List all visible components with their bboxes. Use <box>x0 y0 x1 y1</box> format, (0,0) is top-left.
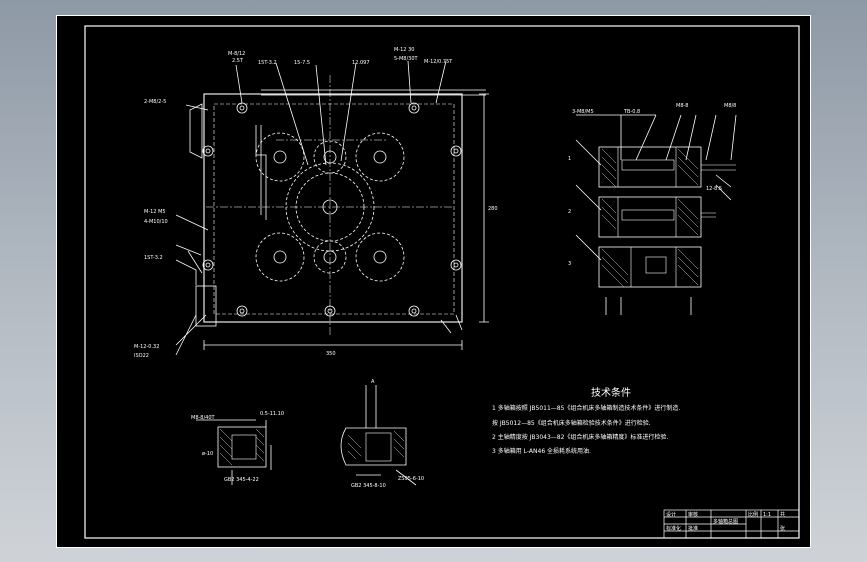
technical-requirements: 技术条件 1 多轴箱按照 JB5011—85《组合机床多轴箱制造技术条件》进行制… <box>492 386 680 455</box>
tech-title: 技术条件 <box>591 386 631 399</box>
titleblock-cell-standard: 标准化 <box>666 525 681 532</box>
label-left-bottom: M-12-0.32 <box>134 344 159 350</box>
tech-line-1: 1 多轴箱按照 JB5011—85《组合机床多轴箱制造技术条件》进行制造. <box>492 404 680 412</box>
label-right-top-3: M8-8 <box>676 103 688 109</box>
title-block <box>663 509 800 539</box>
label-m8-left: 2-M8/2-5 <box>144 99 166 105</box>
main-plan-labels: M-8/12 2.5T 15T-3.2 15-7.5 12.097 M-12 3… <box>134 47 498 359</box>
outer-border <box>56 15 811 548</box>
titleblock-cell-name: 多轴箱总图 <box>713 518 738 525</box>
main-plan-view <box>175 60 489 356</box>
label-m8-top: M-8/12 <box>228 51 245 57</box>
detail-labels: M8-8/40T 0.5-11.10 GB2 345-4-22 ø-10 A G… <box>191 379 424 489</box>
drawing-viewport[interactable]: M-8/12 2.5T 15T-3.2 15-7.5 12.097 M-12 3… <box>56 15 811 548</box>
label-note-c: 12.097 <box>352 60 370 66</box>
label-right-top-2: TB-0.8 <box>623 109 640 115</box>
label-detail-left-right: 0.5-11.10 <box>260 411 284 417</box>
label-m8-top-b: 2.5T <box>232 58 244 64</box>
tech-line-3: 2 主轴精度按 JB3043—82《组合机床多轴箱精度》标准进行检验. <box>492 433 668 441</box>
label-m8-far: M-12/0.75T <box>424 59 453 65</box>
drawing-canvas[interactable]: M-8/12 2.5T 15T-3.2 15-7.5 12.097 M-12 3… <box>56 15 811 548</box>
titleblock-cell-total: 共 <box>780 511 785 518</box>
label-detail-left-bottom: GB2 345-4-22 <box>224 477 259 483</box>
detail-view-right <box>340 385 417 486</box>
label-detail-left-vertical: ø-10 <box>202 451 213 457</box>
label-m8-right: M-12 30 <box>394 47 414 53</box>
label-detail-right-top: A <box>371 379 375 385</box>
detail-view-left <box>196 419 272 485</box>
titleblock-cell-review: 审核 <box>688 511 698 518</box>
label-section-2: 2 <box>568 209 571 215</box>
label-m8-right-2: 5-M8/30T <box>394 56 419 62</box>
titleblock-cell-approve: 批准 <box>688 525 698 532</box>
label-left-low: 1ST-3.2 <box>144 255 163 261</box>
label-left-bottom-2: ISO22 <box>134 353 149 359</box>
titleblock-cell-scale-label: 比例 <box>748 511 758 518</box>
titleblock-cell-scale: 1:1 <box>763 512 771 518</box>
label-section-1: 1 <box>568 156 571 162</box>
label-left-mid-2: 4-M10/10 <box>144 219 168 225</box>
titleblock-cell-design: 设计 <box>666 511 676 518</box>
dimension-height: 280 <box>488 206 498 212</box>
label-detail-left-top: M8-8/40T <box>191 415 216 421</box>
label-detail-right-right: ZS95-6-10 <box>398 476 424 482</box>
section-hatching <box>601 148 699 288</box>
label-right-top-4: M8/8 <box>724 103 736 109</box>
label-left-mid: M-12 M5 <box>144 209 166 215</box>
label-note-a: 15T-3.2 <box>258 60 277 66</box>
titleblock-cell-sheets: 张 <box>780 525 785 532</box>
label-right-small: 12-8.5 <box>706 186 722 192</box>
label-detail-right-bottom: GB2 345-8-10 <box>351 483 386 489</box>
title-block-text: 设计 标准化 多轴箱总图 比例 1:1 审核 批准 共 张 <box>666 511 785 532</box>
label-note-b: 15-7.5 <box>294 60 310 66</box>
dimension-width: 350 <box>326 351 336 357</box>
section-views <box>575 114 737 315</box>
label-right-top-1: 3-M8/M5 <box>572 109 594 115</box>
tech-line-2: 按 JB5012—85《组合机床多轴箱检验技术条件》进行检验. <box>492 419 651 427</box>
section-labels: 3-M8/M5 TB-0.8 M8-8 M8/8 12-8.5 1 2 3 <box>568 103 736 267</box>
label-section-3: 3 <box>568 261 571 267</box>
tech-line-4: 3 多轴箱用 L-AN46 全损耗系统用油. <box>492 447 591 455</box>
inner-frame <box>84 25 800 539</box>
